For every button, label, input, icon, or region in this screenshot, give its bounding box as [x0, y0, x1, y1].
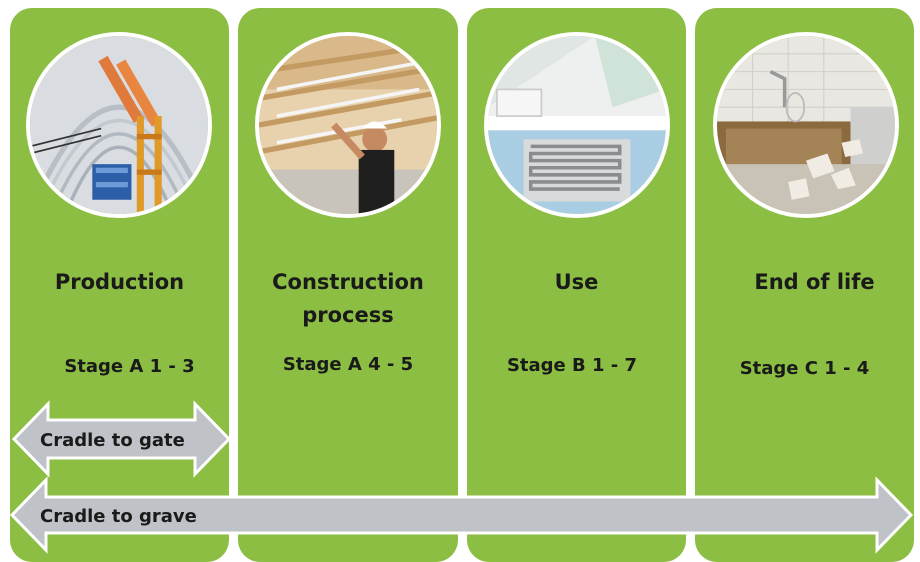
stage-title-construction: Construction process [272, 270, 424, 327]
stage-title-end-of-life: End of life [754, 270, 875, 294]
stage-code-construction: Stage A 4 - 5 [282, 354, 414, 375]
stage-code-use: Stage B 1 - 7 [506, 355, 638, 376]
cradle-to-grave-arrow [9, 476, 914, 554]
use-photo [484, 32, 670, 218]
stage-code-end-of-life: Stage C 1 - 4 [739, 358, 870, 379]
construction-photo [255, 32, 441, 218]
stage-title-use: Use [554, 270, 599, 294]
cradle-to-gate-arrow [11, 400, 232, 478]
cradle-to-grave-label: Cradle to grave [40, 506, 197, 527]
production-photo [26, 32, 212, 218]
end-of-life-photo [713, 32, 899, 218]
cradle-to-gate-label: Cradle to gate [40, 430, 185, 451]
stage-title-production: Production [54, 270, 185, 294]
stage-code-production: Stage A 1 - 3 [64, 356, 195, 377]
